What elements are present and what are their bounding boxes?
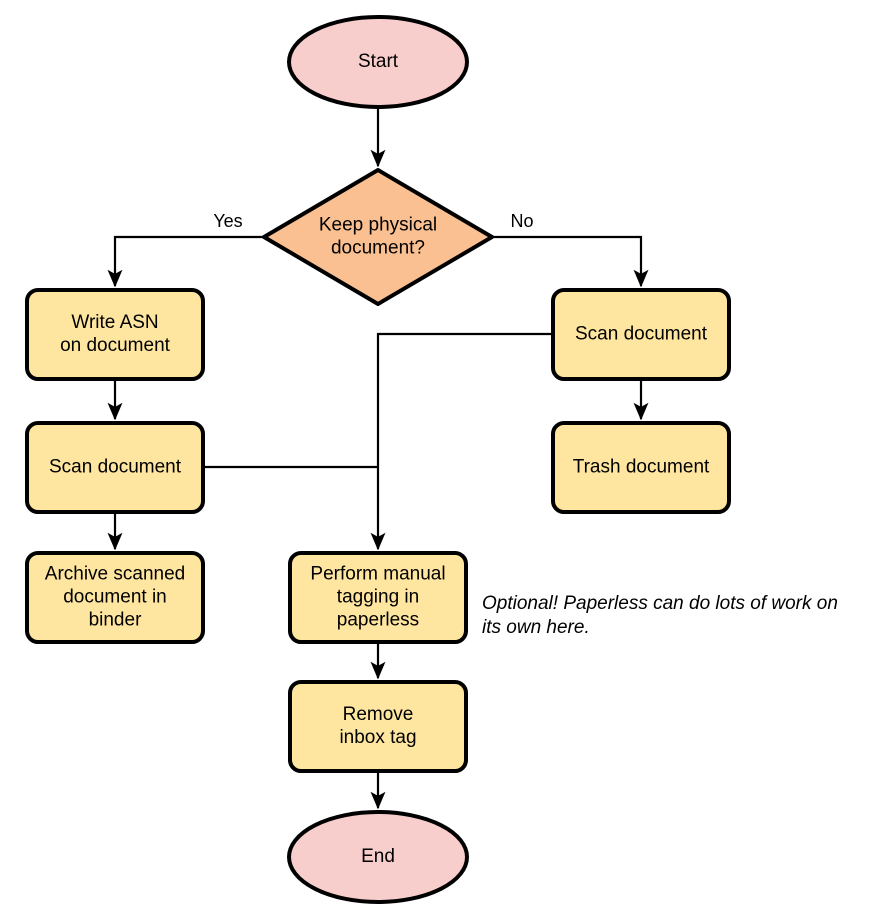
edge-decision-no-to-scan-right: No — [492, 211, 649, 288]
decision-shape — [262, 168, 494, 306]
process-shape — [551, 421, 731, 514]
edge-line — [370, 332, 553, 551]
process-shape — [25, 551, 205, 644]
node-start[interactable]: Start — [287, 15, 469, 109]
annotation-layer: Optional! Paperless can do lots of work … — [482, 593, 838, 638]
node-end[interactable]: End — [287, 810, 469, 904]
process-shape — [25, 421, 205, 514]
node-scan-document-right[interactable]: Scan document — [551, 288, 731, 381]
edge-label-no: No — [510, 211, 533, 231]
edge-scan-right-to-manual-tagging — [370, 332, 553, 551]
node-label: Scan document — [575, 324, 708, 345]
process-shape — [288, 680, 468, 773]
node-scan-document-left[interactable]: Scan document — [25, 421, 205, 514]
edge-decision-yes-to-write-asn: Yes — [107, 211, 264, 288]
node-trash-document[interactable]: Trash document — [551, 421, 731, 514]
edge-line — [107, 235, 264, 288]
node-label: Start — [358, 51, 399, 72]
node-label: Trash document — [573, 457, 710, 478]
process-shape — [288, 551, 468, 644]
edge-label-yes: Yes — [213, 211, 242, 231]
node-label: Scan document — [49, 457, 182, 478]
edge-line — [492, 235, 649, 288]
terminator-shape — [287, 810, 469, 904]
node-label: End — [361, 846, 395, 867]
terminator-shape — [287, 15, 469, 109]
annotation-optional-note: Optional! Paperless can do lots of work … — [482, 593, 838, 638]
edge-layer: Yes No — [107, 107, 649, 810]
process-shape — [25, 288, 205, 381]
process-shape — [551, 288, 731, 381]
